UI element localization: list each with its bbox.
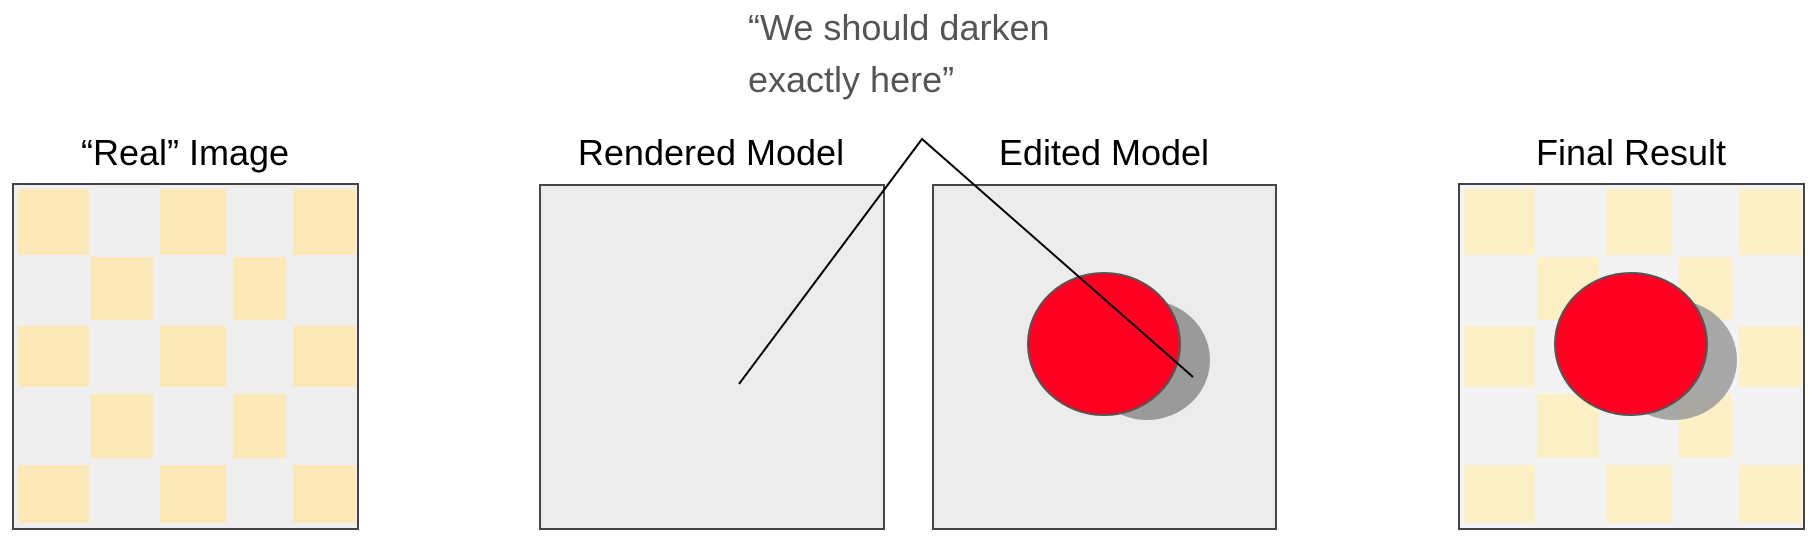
real-image-tile <box>91 257 153 320</box>
final-result-tile <box>1606 465 1672 523</box>
real-image-tile <box>160 189 226 255</box>
real-image-tile <box>91 326 153 387</box>
final-result-tile <box>1739 394 1802 458</box>
real-image-tile <box>160 394 226 458</box>
real-image-tile <box>293 465 356 523</box>
real-image-frame <box>12 183 359 530</box>
final-result-tile <box>1464 465 1535 523</box>
panel-title-final: Final Result <box>1536 132 1726 173</box>
real-image-tile <box>233 394 286 458</box>
real-image-tile <box>18 394 89 458</box>
panel-title-edited: Edited Model <box>999 132 1209 173</box>
real-image-panel <box>12 183 359 530</box>
real-image-tile <box>91 465 153 523</box>
final-result-tile <box>1739 326 1802 387</box>
final-result-tile <box>1537 465 1599 523</box>
panel-title-real: “Real” Image <box>81 132 289 173</box>
rendered-model-panel <box>539 184 885 530</box>
panel-title-rendered: Rendered Model <box>578 132 844 173</box>
real-image-tile <box>293 257 356 320</box>
real-image-tile <box>293 189 356 255</box>
real-image-tile <box>233 257 286 320</box>
edited-red-ball <box>1027 272 1181 416</box>
final-result-tile <box>1679 189 1732 255</box>
final-result-tiles <box>1464 189 1802 523</box>
real-image-tile <box>18 257 89 320</box>
annotation-line-1: “We should darken <box>748 7 1050 48</box>
final-result-tile <box>1606 189 1672 255</box>
real-image-tile <box>160 257 226 320</box>
real-image-tile <box>233 189 286 255</box>
final-result-tile <box>1739 189 1802 255</box>
real-image-tile <box>160 326 226 387</box>
real-image-tile <box>160 465 226 523</box>
final-result-tile <box>1464 394 1535 458</box>
final-red-ball <box>1554 272 1708 416</box>
real-image-tile <box>233 465 286 523</box>
real-image-tile <box>18 189 89 255</box>
real-image-tile <box>91 189 153 255</box>
real-image-tile <box>233 326 286 387</box>
real-image-tile <box>293 326 356 387</box>
final-result-tile <box>1739 465 1802 523</box>
rendered-model-frame <box>539 184 885 530</box>
final-result-tile <box>1739 257 1802 320</box>
real-image-tile <box>293 394 356 458</box>
final-result-frame <box>1458 183 1805 530</box>
final-result-tile <box>1537 189 1599 255</box>
annotation-pointer-line <box>738 137 1194 385</box>
real-image-tile <box>18 326 89 387</box>
real-image-tile <box>91 394 153 458</box>
final-result-tile <box>1464 257 1535 320</box>
final-result-tile <box>1537 394 1599 458</box>
real-image-tiles <box>18 189 356 523</box>
final-result-panel <box>1458 183 1805 530</box>
real-image-tile <box>18 465 89 523</box>
final-result-tile <box>1464 326 1535 387</box>
edited-model-panel <box>932 184 1277 530</box>
final-result-tile <box>1464 189 1535 255</box>
final-result-tile <box>1679 465 1732 523</box>
annotation-line-2: exactly here” <box>748 59 954 100</box>
